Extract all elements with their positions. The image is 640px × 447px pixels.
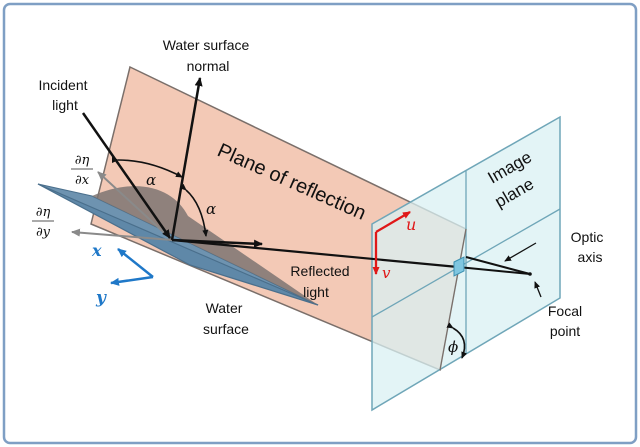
plane-edge — [439, 228, 467, 371]
pixel-square — [453, 256, 465, 277]
water-surface-label-line1: Water — [206, 300, 243, 316]
ray-to-focal-point — [457, 266, 531, 275]
y-axis-arrow — [110, 275, 154, 286]
water-shadow — [92, 186, 318, 305]
y-axis-label: y — [95, 288, 107, 308]
v-label: v — [382, 264, 391, 282]
phi-label: ϕ — [448, 338, 458, 356]
d-eta-dy-denominator: ∂y — [36, 225, 51, 240]
reflected-light-label-line1: Reflected — [290, 263, 349, 279]
focal-point-dot — [528, 272, 532, 276]
reflected-light-label-line2: light — [303, 284, 329, 300]
water-surface-normal-arrow — [170, 77, 203, 241]
water-normal-label-line2: normal — [187, 58, 230, 74]
incident-light-label-line2: light — [52, 97, 78, 113]
image-plane-horizontal-divider — [371, 208, 561, 318]
focal-point-label-line1: Focal — [548, 303, 582, 319]
alpha-label-reflected: α — [206, 200, 216, 218]
incident-light-label-line1: Incident — [38, 77, 87, 93]
x-axis-label: x — [91, 241, 102, 260]
d-eta-dx-arrow — [97, 171, 173, 241]
u-label: u — [406, 215, 416, 234]
focal-point-pointer — [534, 281, 542, 298]
alpha-arc-incident — [111, 156, 183, 178]
focal-point-label-line2: point — [550, 323, 580, 339]
x-axis-arrow — [117, 248, 154, 278]
optic-axis-label-line1: Optic — [571, 229, 604, 245]
water-surface-label-line2: surface — [203, 321, 249, 337]
alpha-arc-reflected — [179, 183, 209, 237]
optic-axis-line — [465, 256, 531, 275]
d-eta-dy-numerator: ∂η — [36, 205, 51, 220]
reflected-light-ray — [171, 238, 459, 269]
d-eta-dx-denominator: ∂x — [75, 173, 90, 188]
alpha-label-incident: α — [146, 171, 156, 189]
d-eta-dy-arrow — [71, 228, 173, 241]
phi-arc — [446, 322, 468, 359]
u-axis-arrow — [375, 211, 411, 233]
d-eta-dx-numerator: ∂η — [75, 153, 90, 168]
optic-axis-pointer — [504, 242, 537, 262]
water-normal-label-line1: Water surface — [163, 37, 250, 53]
optic-axis-label-line2: axis — [578, 249, 603, 265]
